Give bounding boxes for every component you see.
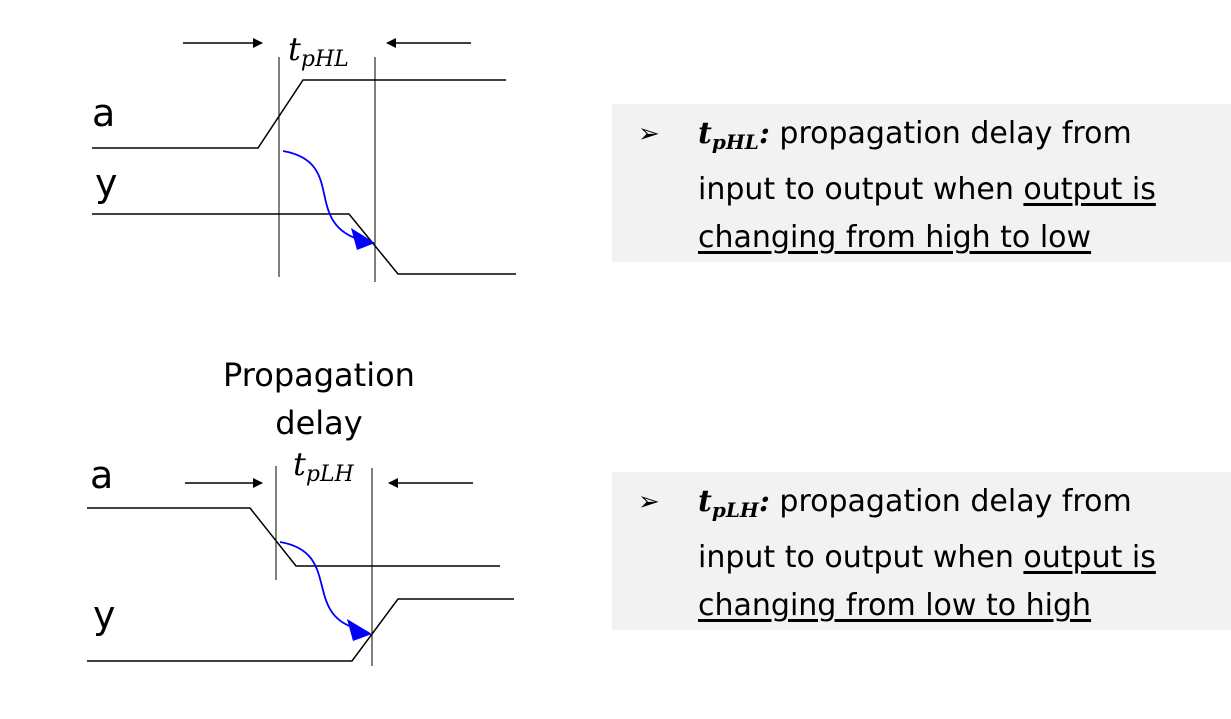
definition-box-tphl: ➢ tpHL: propagation delay from input to … xyxy=(612,104,1231,262)
bottom-signal-y-label: y xyxy=(93,593,116,637)
top-signal-a-label: a xyxy=(92,91,115,135)
definition-emphasis-tplh: output is changing from low to high xyxy=(698,540,1156,623)
top-signal-y-label: y xyxy=(95,161,118,205)
bottom-delay-label: tpLH xyxy=(293,445,355,487)
bottom-waveform-a xyxy=(87,507,500,567)
definition-body-tphl: propagation delay from input to output w… xyxy=(698,116,1132,207)
bottom-waveform-y xyxy=(87,598,514,662)
propagation-caption-line1: Propagation xyxy=(223,356,415,394)
definition-term-tplh: tpLH: xyxy=(698,484,770,522)
definition-body-tplh: propagation delay from input to output w… xyxy=(698,484,1132,575)
top-causality-arrowhead xyxy=(351,228,375,250)
top-waveform-a xyxy=(92,79,506,149)
top-delay-label: tpHL xyxy=(288,30,349,72)
bottom-causality-arrow-curve xyxy=(279,541,353,628)
bottom-timing-diagram: Propagation delay a y tpLH xyxy=(87,356,514,666)
definition-term-tphl: tpHL: xyxy=(698,116,770,154)
top-causality-arrow-curve xyxy=(282,150,356,239)
definition-emphasis-tphl: output is changing from high to low xyxy=(698,172,1156,255)
definition-box-tplh: ➢ tpLH: propagation delay from input to … xyxy=(612,472,1231,630)
top-timing-diagram: a y tpHL xyxy=(92,30,516,282)
propagation-caption-line2: delay xyxy=(275,404,362,442)
definition-text-tplh: tpLH: propagation delay from input to ou… xyxy=(698,478,1218,630)
arrow-bullet-icon: ➢ xyxy=(638,119,660,149)
top-waveform-y xyxy=(92,213,516,275)
arrow-bullet-icon: ➢ xyxy=(638,487,660,517)
bottom-causality-arrowhead xyxy=(347,619,372,641)
definition-text-tphl: tpHL: propagation delay from input to ou… xyxy=(698,110,1218,262)
bottom-signal-a-label: a xyxy=(90,453,113,497)
